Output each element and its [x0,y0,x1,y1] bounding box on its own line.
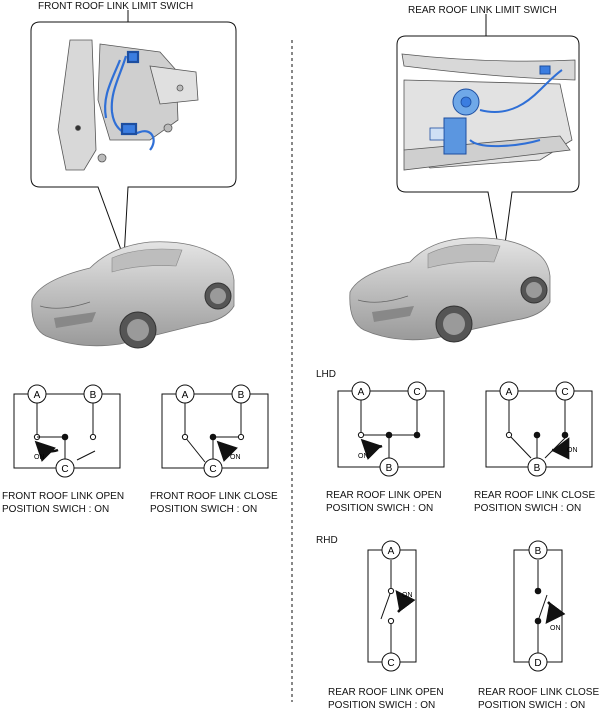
terminal-label: C [209,464,216,475]
rear-switch-callout-label: REAR ROOF LINK LIMIT SWICH [408,5,557,16]
front-car-illustration [31,241,235,349]
lhd-open-switch-schematic [337,381,445,477]
rear-car-illustration [349,237,551,343]
terminal-circle [55,458,75,478]
lhd-section-label: LHD [316,369,337,380]
front-harness [104,50,155,151]
switch-frame [161,393,269,469]
terminal-label: C [413,387,420,398]
terminal-circle [381,540,401,560]
rear-motor-assembly [429,65,563,155]
terminal-label: B [534,463,541,474]
on-label: ON [358,453,369,460]
front-switch-detail-bubble [30,21,237,259]
contact-closed [61,433,69,441]
terminal-label: A [182,390,189,401]
switch-arrow [360,438,383,460]
front-open-switch-schematic [13,384,121,478]
switch-arrow [216,440,238,462]
on-label: ON [567,447,578,454]
switch-frame [367,549,417,663]
contact-closed [413,431,421,439]
switch-frame [485,390,593,468]
contact-open [89,433,97,441]
terminal-circle [527,457,547,477]
terminal-circle [175,384,195,404]
terminal-circle [381,652,401,672]
terminal-label: A [358,387,365,398]
on-label: ON [34,454,45,461]
contact-closed [561,431,569,439]
contact-open [387,587,395,595]
terminal-circle [528,652,548,672]
terminal-circle [555,381,575,401]
terminal-circle [83,384,103,404]
terminal-label: A [388,546,395,557]
terminal-circle [499,381,519,401]
terminal-label: D [534,658,541,669]
on-label: ON [402,592,413,599]
switch-arrow [545,601,566,625]
front-switch-callout-label: FRONT ROOF LINK LIMIT SWICH [38,1,194,12]
rhd-open-switch-schematic [367,540,417,672]
terminal-label: B [238,390,245,401]
terminal-label: C [387,658,394,669]
terminal-label: C [61,464,68,475]
contact-open [357,431,365,439]
terminal-circle [231,384,251,404]
on-label: ON [230,454,241,461]
contact-open [505,431,513,439]
contact-open [237,433,245,441]
switch-frame [513,549,563,663]
terminal-label: B [386,463,393,474]
terminal-label: B [535,546,542,557]
terminal-circle [379,457,399,477]
terminal-label: A [34,390,41,401]
terminal-label: C [561,387,568,398]
terminal-circle [203,458,223,478]
contact-closed [534,617,542,625]
switch-arrow [551,437,570,460]
terminal-circle [351,381,371,401]
rhd-section-label: RHD [316,535,338,546]
contact-open [387,617,395,625]
front-pillar-illustration [57,39,199,171]
contact-closed [209,433,217,441]
switch-arrow [34,440,59,462]
switch-frame [337,390,445,468]
terminal-circle [407,381,427,401]
switch-frame [13,393,121,469]
rear-switch-detail-bubble [396,35,580,267]
terminal-label: B [90,390,97,401]
contact-open [181,433,189,441]
front-close-switch-schematic [161,384,269,478]
on-label: ON [550,625,561,632]
contact-closed [533,431,541,439]
terminal-circle [27,384,47,404]
terminal-label: A [506,387,513,398]
lhd-close-switch-schematic [485,381,593,477]
switch-arrow [395,589,416,613]
contact-closed [385,431,393,439]
contact-open [33,433,41,441]
rhd-close-switch-schematic [513,540,566,672]
terminal-circle [528,540,548,560]
rear-panel-illustration [401,53,576,171]
contact-closed [534,587,542,595]
